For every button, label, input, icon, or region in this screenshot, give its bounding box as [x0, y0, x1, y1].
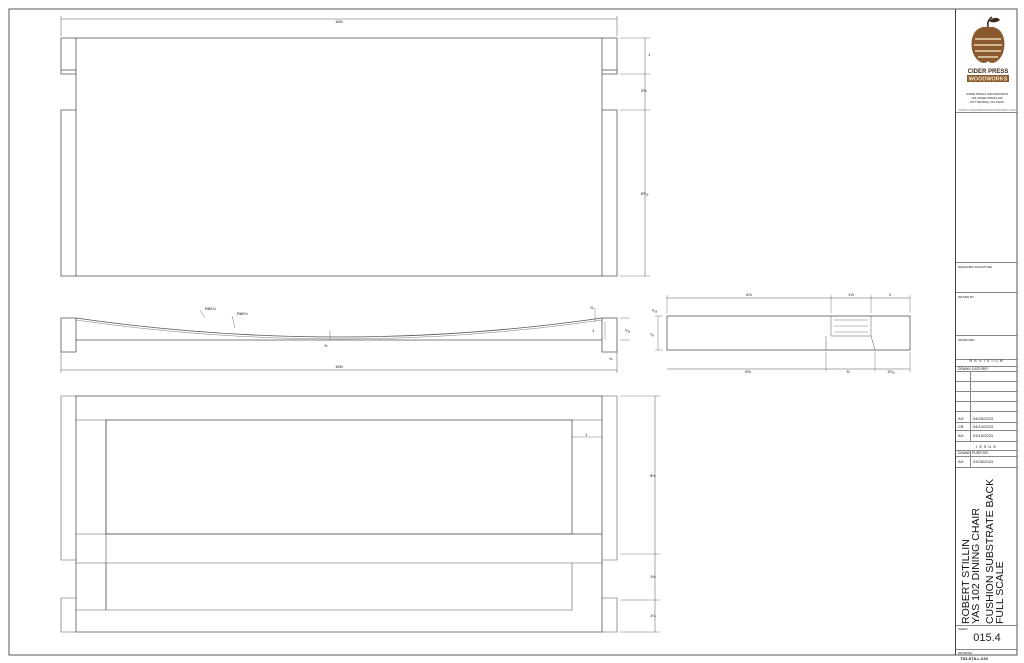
dim-radius-1: R60⅞: [205, 306, 216, 311]
dim-mid-right-1: ⅜: [590, 305, 594, 310]
issue-1-by: AH: [958, 459, 964, 464]
dim-side-bottom-2: ⅝: [846, 369, 850, 374]
dim-side-bottom: 6⅝: [745, 369, 751, 374]
divider: [956, 411, 1018, 412]
issue-header: ISSUE: [975, 444, 998, 449]
cider-press-logo: CIDER PRESS WOODWORKS: [967, 16, 1009, 83]
divider: [956, 441, 1018, 442]
dim-bottom-right-2: 1½: [650, 574, 656, 579]
issue-col-drawn: DRAWN: [958, 451, 971, 455]
rev-1-date: 04/25/2023: [973, 416, 994, 421]
logo-line-1: CIDER PRESS: [968, 69, 1009, 75]
project-item: YAS 102 DINING CHAIR: [970, 508, 982, 624]
rev-2-date: 04/10/2023: [973, 424, 994, 429]
dim-mid-center: ⅝: [324, 343, 328, 348]
company-city: PITTSBURGH, PA 15216: [970, 100, 1004, 104]
company-name: CIDER PRESS WOODWORKS: [965, 92, 1009, 96]
dim-mid-right-2: 1: [592, 328, 595, 333]
divider: [956, 381, 1018, 382]
project-title: ROBERT STILLIN YAS 102 DINING CHAIR CUSH…: [960, 474, 1017, 624]
dim-top-right-3: 6⁵⁄₁₆: [641, 191, 649, 196]
rev-1-by: AH: [958, 416, 964, 421]
revision-header: REVISION: [969, 358, 1005, 363]
divider: [956, 366, 1018, 367]
dim-mid-right-3: ⁵⁄₁₆: [625, 328, 631, 333]
dim-side-bottom-3: 1⁵⁄₁₆: [887, 369, 895, 374]
dim-bottom-inner: 1: [585, 432, 588, 437]
sheet-label: SHEET: [958, 627, 969, 631]
divider: [956, 359, 1018, 360]
divider: [956, 456, 1018, 457]
dim-side-top: 6⅞: [746, 292, 752, 297]
dim-top-right-1: 1: [648, 52, 651, 57]
divider: [956, 371, 1018, 372]
company-website: WWW.CIDERPRESSWOODWORKS.COM: [958, 108, 1016, 112]
company-address: CIDER PRESS WOODWORKS 426 CIDER PRESS RD…: [956, 92, 1018, 112]
back-view: [60, 395, 660, 633]
divider: [956, 262, 1018, 263]
rev-3-date: 03/15/2023: [973, 433, 994, 438]
dim-top-right-2: 2½: [641, 88, 647, 93]
divider: [956, 467, 1018, 468]
side-view: [655, 295, 911, 372]
dim-bottom-right-1: 5½: [650, 473, 656, 478]
dim-mid-bottom: 15½: [335, 364, 343, 369]
rev-col-drawn: DRAWN: [958, 367, 971, 371]
designer-label: DESIGNER SIGNATURE: [958, 265, 992, 269]
dim-side-left: ⁷⁄₈: [650, 332, 654, 337]
issue-col-purpose: PURPOSE: [972, 451, 989, 455]
divider: [956, 649, 1018, 650]
company-street: 426 CIDER PRESS RD: [971, 96, 1003, 100]
divider: [956, 422, 1018, 423]
divider: [956, 625, 1018, 626]
divider: [956, 112, 1018, 113]
rev-col-divider: [970, 371, 971, 441]
dim-side-top-2: 1½: [848, 292, 854, 297]
divider: [956, 401, 1018, 402]
dim-side-top-3: 1: [889, 292, 892, 297]
sheet-border: [8, 8, 1018, 656]
dim-side-top-left: ⁵⁄₁₆: [652, 308, 658, 313]
drawn-by-label: DRAWN BY: [958, 295, 975, 299]
title-block: CIDER PRESS WOODWORKS CIDER PRESS WOODWO…: [955, 9, 1018, 661]
divider: [956, 430, 1018, 431]
approved-label: APPROVED: [958, 338, 975, 342]
drawing-label: DRAWING: [958, 651, 973, 655]
dim-bottom-right-3: 1¼: [650, 613, 656, 618]
sheet-number: 015.4: [973, 632, 1001, 644]
issue-col-divider: [970, 450, 971, 467]
divider: [956, 391, 1018, 392]
divider: [956, 335, 1018, 336]
rev-col-date: DATE/REF: [972, 367, 989, 371]
divider: [956, 450, 1018, 451]
dim-mid-right-4: ¾: [609, 356, 613, 361]
dim-radius-2: R60⅞: [237, 311, 248, 316]
rev-3-by: AH: [958, 433, 964, 438]
project-title-text: ROBERT STILLIN YAS 102 DINING CHAIR CUSH…: [960, 479, 1006, 624]
top-view: [60, 16, 650, 277]
drawing-id: TS3-STILL-015: [960, 656, 988, 661]
rev-2-by: CB: [958, 424, 964, 429]
profile-view: [60, 308, 630, 373]
dim-top-width: 16½: [335, 19, 343, 24]
logo-line-2: WOODWORKS: [969, 77, 1008, 83]
project-scale: FULL SCALE: [994, 561, 1006, 624]
issue-1-date: 03/28/2023: [973, 459, 994, 464]
divider: [956, 292, 1018, 293]
